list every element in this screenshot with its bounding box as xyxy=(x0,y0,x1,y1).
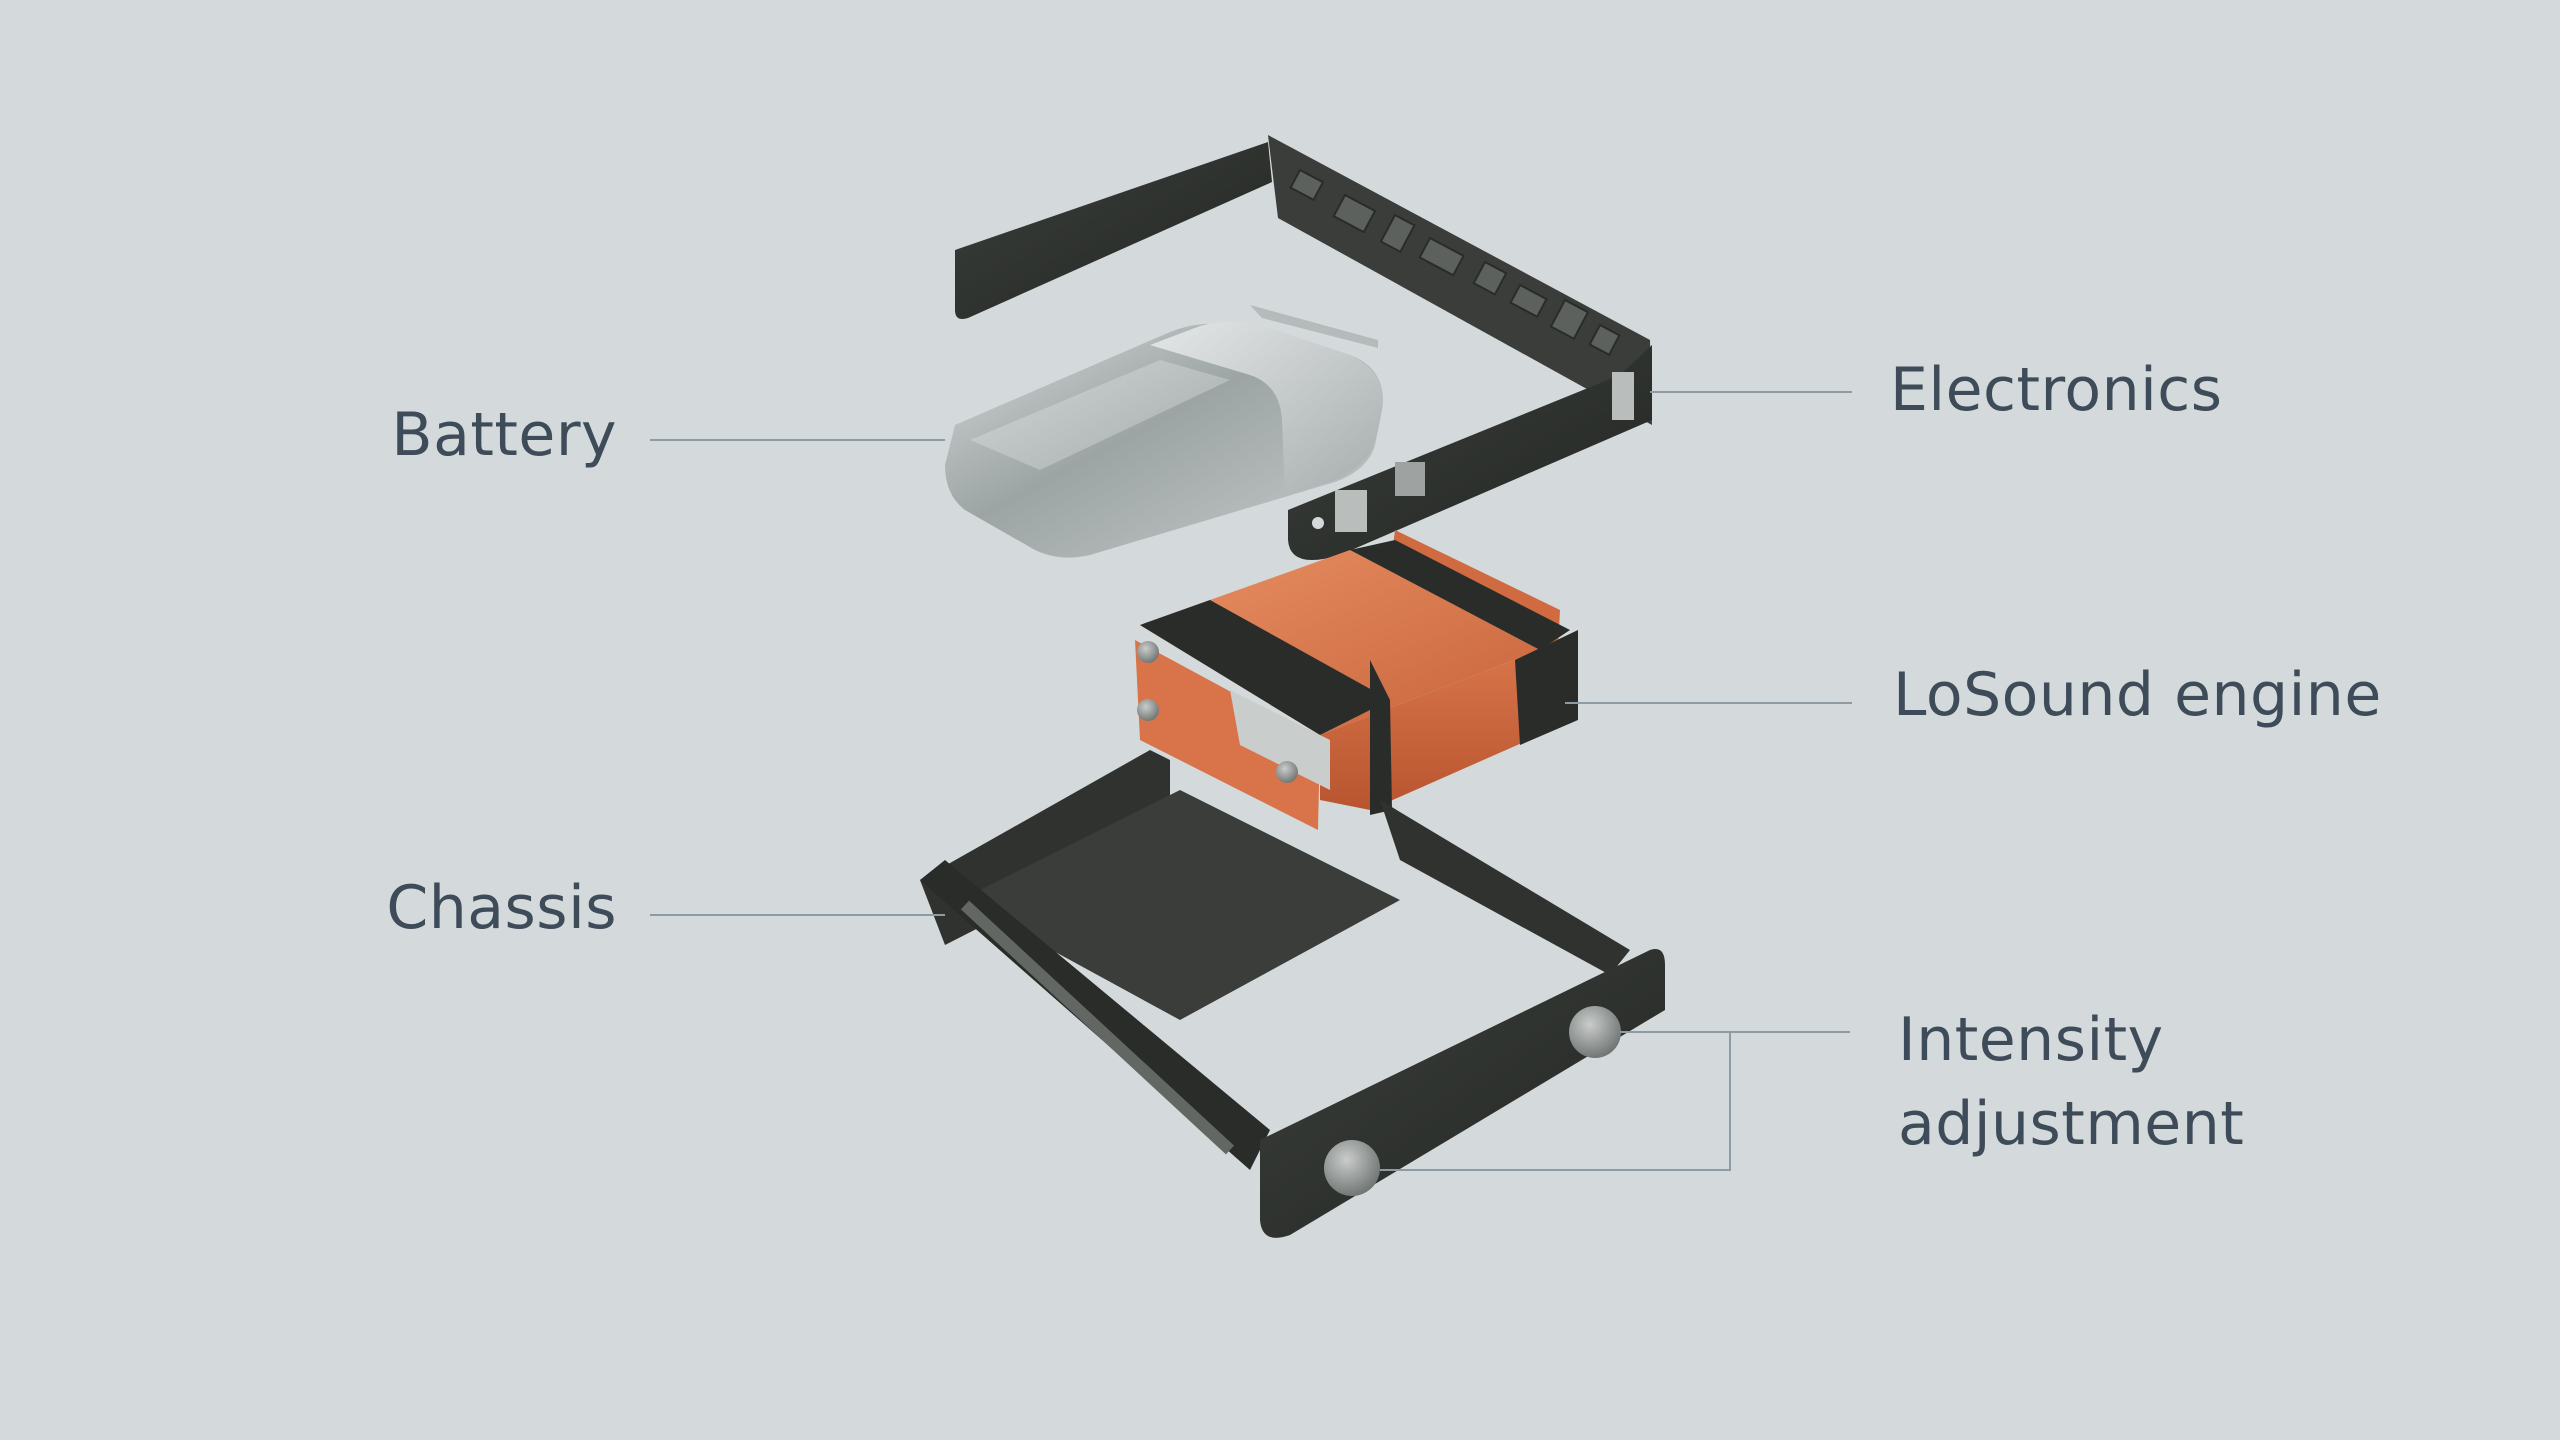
engine-label: LoSound engine xyxy=(1893,660,2382,730)
intensity-label-line-1: Intensity xyxy=(1898,1005,2164,1075)
chassis-right-wall xyxy=(1380,800,1630,975)
intensity-label-line-2: adjustment xyxy=(1898,1089,2245,1159)
battery-cap xyxy=(1150,321,1383,495)
battery-tab xyxy=(1250,305,1378,348)
battery-label: Battery xyxy=(391,400,617,470)
engine-component xyxy=(1135,530,1578,830)
intensity-knob-2 xyxy=(1324,1140,1380,1196)
battery-component xyxy=(945,305,1383,558)
electronics-component xyxy=(955,135,1652,560)
engine-strap-left xyxy=(1140,600,1390,735)
chassis-left-rod xyxy=(960,900,1235,1155)
electronics-label: Electronics xyxy=(1890,355,2223,425)
engine-left-plate xyxy=(1135,640,1320,830)
engine-strap-end xyxy=(1515,630,1578,745)
intensity-leader-line-2 xyxy=(1380,1032,1731,1171)
intensity-adjustment-label: Intensity adjustment xyxy=(1898,998,2244,1166)
chassis-floor xyxy=(960,790,1400,1020)
engine-strap-right xyxy=(1350,540,1570,650)
engine-screw xyxy=(1276,761,1298,783)
electronics-hole xyxy=(1312,517,1324,529)
engine-screw xyxy=(1137,641,1159,663)
intensity-knob-1 xyxy=(1569,1006,1621,1058)
electronics-left-flap xyxy=(955,142,1272,319)
engine-strap-front xyxy=(1370,660,1392,815)
electronics-connector-3 xyxy=(1395,462,1425,496)
electronics-connector-4 xyxy=(1335,490,1367,532)
electronics-connector-1 xyxy=(1612,372,1634,420)
battery-highlight xyxy=(970,360,1230,470)
chassis-label: Chassis xyxy=(386,873,617,943)
engine-inner-block xyxy=(1230,690,1330,790)
leader-lines xyxy=(650,391,1852,1171)
chassis-component xyxy=(920,750,1665,1238)
engine-screw xyxy=(1137,699,1159,721)
electronics-lower-strip xyxy=(1288,345,1652,560)
electronics-chips xyxy=(1289,168,1621,357)
engine-top-face xyxy=(1140,550,1540,735)
chassis-front-beam xyxy=(1260,949,1665,1238)
